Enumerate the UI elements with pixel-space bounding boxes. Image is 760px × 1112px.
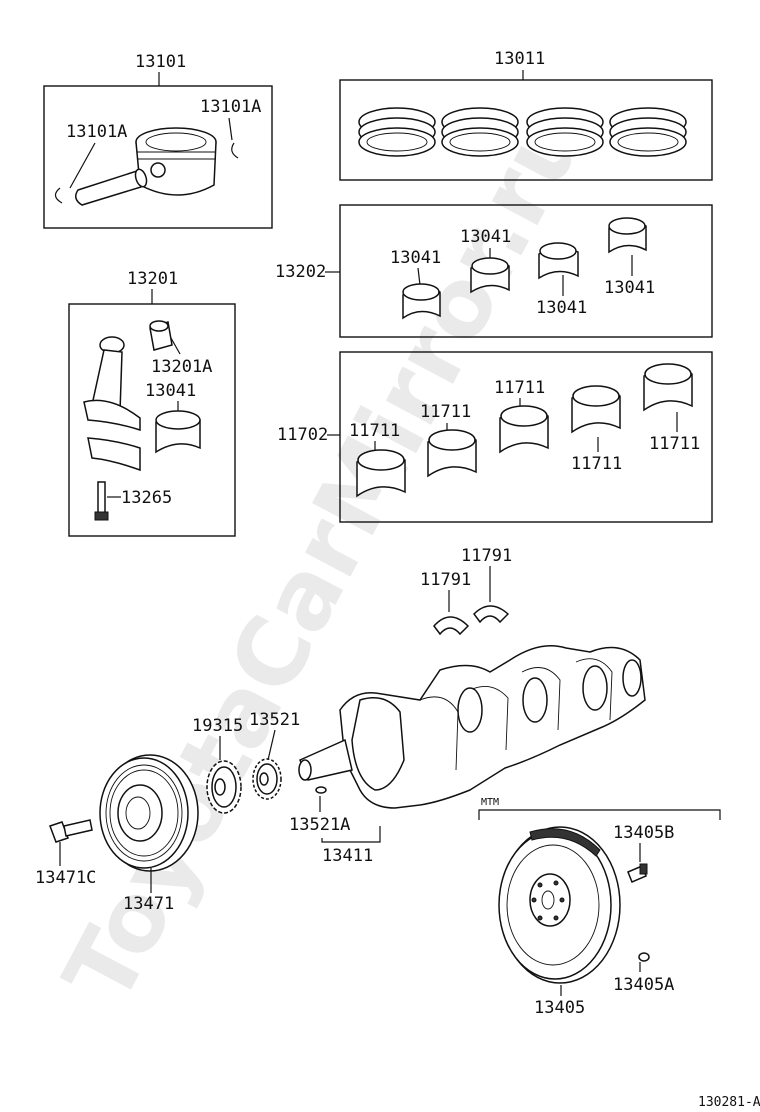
thrust-washer-label-b: 11791 [461,546,512,566]
flywheel-bolt-icon[interactable] [627,863,648,883]
main-bearings-label: 11702 [277,425,328,445]
bearing-shell-icon[interactable] [538,242,579,280]
conrod-group-box [68,303,236,537]
snap-ring-left-icon[interactable] [54,187,63,204]
pulley-bolt-label: 13471C [35,868,96,888]
crankshaft-icon[interactable] [298,645,646,809]
conrod-bearing-label-4: 13041 [604,278,655,298]
thrust-washer-label-a: 11791 [420,570,471,590]
thrust-washer-b-icon[interactable] [473,605,510,624]
piston-ring-set-1-icon[interactable] [358,107,436,157]
crank-key-label: 13521A [289,815,350,835]
crank-sprocket-label: 19315 [192,716,243,736]
piston-ring-set-3-icon[interactable] [526,107,604,157]
conrod-group-label: 13201 [127,269,178,289]
piston-rings-box [339,79,713,181]
main-bearings-box [339,351,713,523]
bearing-shell-icon[interactable] [608,217,647,254]
group-bracket [478,809,721,820]
leader-line [417,267,421,286]
conrod-bearing-label: 13041 [145,381,196,401]
piston-pin-clip-label-right: 13101A [200,97,261,117]
bearing-shell-icon[interactable] [470,257,510,294]
snap-ring-right-icon[interactable] [231,142,239,159]
crankshaft-label: 13411 [322,846,373,866]
flywheel-icon[interactable] [498,826,621,984]
piston-ring-set-2-icon[interactable] [441,107,519,157]
crank-sprocket-icon[interactable] [206,760,242,814]
leader-line [321,826,381,843]
main-bearing-shell-icon[interactable] [427,429,477,478]
leader-line [69,142,96,189]
flywheel-bolt-label: 13405B [613,823,674,843]
conrod-bearing-label-3: 13041 [536,298,587,318]
crank-key-icon[interactable] [315,786,327,794]
conrod-bearings-box [339,204,713,338]
piston-group-box [43,85,273,229]
conrod-bearing-label-2: 13041 [460,227,511,247]
crank-gear-icon[interactable] [252,758,282,800]
thrust-washer-a-icon[interactable] [433,616,470,636]
main-bearing-shell-icon[interactable] [356,449,406,498]
flywheel-pin-icon[interactable] [638,952,650,962]
conrod-bushing-label: 13201A [151,357,212,377]
flywheel-group-label: MTM [481,797,499,808]
piston-group-label: 13101 [135,52,186,72]
main-bearing-shell-icon[interactable] [571,385,621,434]
piston-rings-label: 13011 [494,49,545,69]
leader-line [228,117,233,141]
main-bearing-label-2: 11711 [420,402,471,422]
main-bearing-label-1: 11711 [349,421,400,441]
bearing-shell-icon[interactable] [402,283,441,320]
leader-line [267,729,276,761]
flywheel-label: 13405 [534,998,585,1018]
leader-line [170,337,181,355]
conrod-bushing-icon[interactable] [149,320,173,351]
piston-pin-icon[interactable] [75,168,149,206]
conrod-icon[interactable] [83,336,141,472]
pulley-bolt-icon[interactable] [49,819,93,843]
main-bearing-label-4: 11711 [571,454,622,474]
conrod-bearings-label: 13202 [275,262,326,282]
crank-gear-label: 13521 [249,710,300,730]
conrod-bolt-icon[interactable] [94,481,109,521]
piston-ring-set-4-icon[interactable] [609,107,687,157]
conrod-bearing-icon[interactable] [155,410,201,454]
flywheel-pin-label: 13405A [613,975,674,995]
crank-pulley-label: 13471 [123,894,174,914]
piston-icon[interactable] [135,127,217,196]
diagram-id: 130281-A [698,1095,760,1110]
main-bearing-label-5: 11711 [649,434,700,454]
crank-pulley-icon[interactable] [99,754,199,872]
conrod-bearing-label-1: 13041 [390,248,441,268]
main-bearing-label-3: 11711 [494,378,545,398]
main-bearing-shell-icon[interactable] [643,363,693,412]
piston-pin-clip-label-left: 13101A [66,122,127,142]
main-bearing-shell-icon[interactable] [499,405,549,454]
conrod-bolt-label: 13265 [121,488,172,508]
